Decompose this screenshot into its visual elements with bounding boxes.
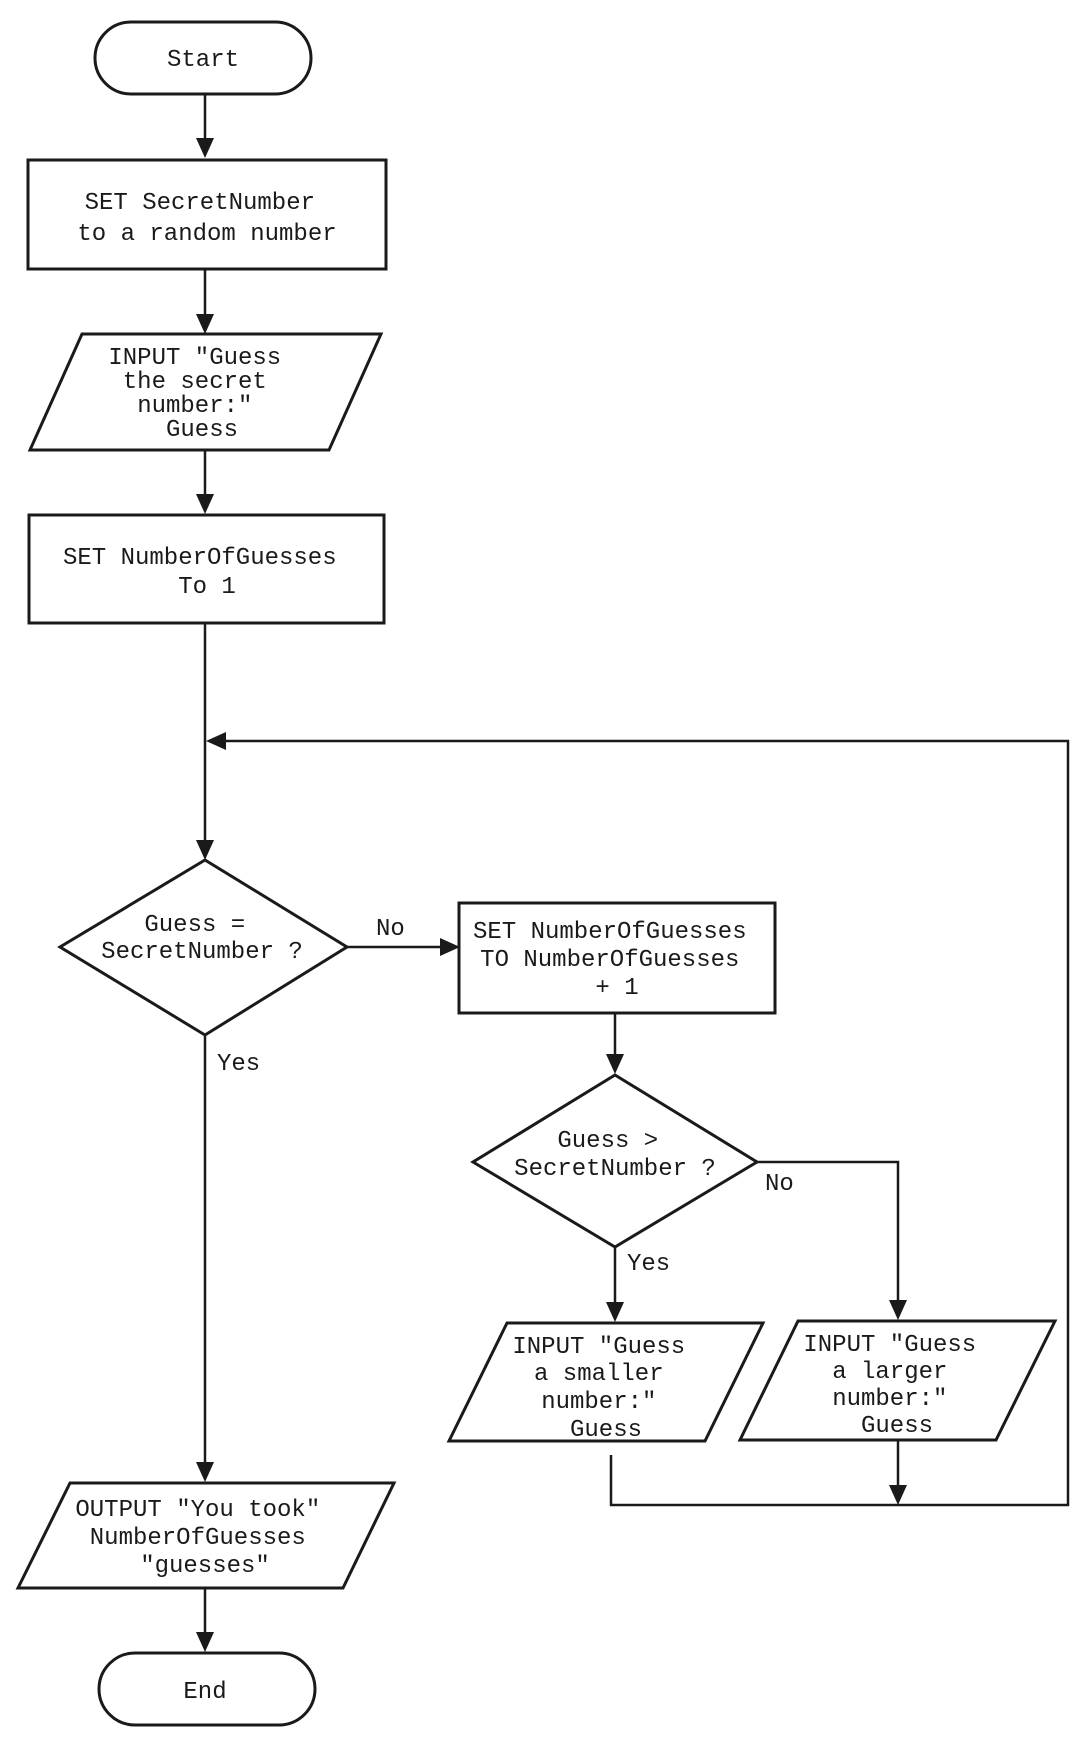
- end-terminator: [97, 1651, 317, 1727]
- set-secret-label: SET SecretNumber to a random number: [77, 190, 336, 248]
- input-larger-parallelogram: [737, 1319, 1058, 1442]
- label-equal-yes: Yes: [217, 1051, 260, 1078]
- increment-node: SET NumberOfGuesses TO NumberOfGuesses +…: [457, 901, 777, 1015]
- arrowhead-decision-equal: [196, 840, 214, 860]
- label-greater-yes: Yes: [627, 1251, 670, 1278]
- decision-greater-node: Guess > SecretNumber ?: [470, 1073, 760, 1249]
- connector-loop-back: [222, 739, 1070, 1507]
- input-guess-label: INPUT "Guess the secret number:" Guess: [108, 345, 295, 444]
- arrowhead-set-secret: [196, 138, 214, 158]
- output-result-parallelogram: [15, 1481, 397, 1590]
- arrowhead-input-guess: [196, 314, 214, 334]
- increment-label: SET NumberOfGuesses TO NumberOfGuesses +…: [473, 919, 761, 1002]
- decision-greater-label: Guess > SecretNumber ?: [514, 1128, 716, 1183]
- input-smaller-node: INPUT "Guess a smaller number:" Guess: [446, 1321, 766, 1444]
- arrowhead-return-line: [889, 1485, 907, 1505]
- output-result-label: OUTPUT "You took" NumberOfGuesses "guess…: [75, 1497, 334, 1580]
- arrowhead-output: [196, 1462, 214, 1482]
- input-larger-label: INPUT "Guess a larger number:" Guess: [803, 1332, 990, 1440]
- arrowhead-increment: [440, 938, 460, 956]
- start-terminator: [93, 20, 313, 96]
- input-larger-node: INPUT "Guess a larger number:" Guess: [737, 1319, 1058, 1442]
- decision-equal-label: Guess = SecretNumber ?: [101, 912, 303, 966]
- start-node: Start: [93, 20, 313, 96]
- input-guess-parallelogram: [27, 332, 384, 452]
- end-label: End: [183, 1679, 226, 1706]
- flow-connectors: [196, 94, 1070, 1652]
- set-count-node: SET NumberOfGuesses To 1: [27, 513, 386, 625]
- arrowhead-decision-greater: [606, 1054, 624, 1074]
- label-greater-no: No: [765, 1171, 794, 1198]
- set-secret-node: SET SecretNumber to a random number: [26, 158, 388, 271]
- input-guess-node: INPUT "Guess the secret number:" Guess: [27, 332, 384, 452]
- output-result-node: OUTPUT "You took" NumberOfGuesses "guess…: [15, 1481, 397, 1590]
- input-smaller-label: INPUT "Guess a smaller number:" Guess: [512, 1334, 699, 1444]
- increment-box: [457, 901, 777, 1015]
- set-count-box: [27, 513, 386, 625]
- arrowhead-end: [196, 1632, 214, 1652]
- arrowhead-input-larger: [889, 1300, 907, 1320]
- arrowhead-set-count: [196, 494, 214, 514]
- decision-equal-node: Guess = SecretNumber ?: [57, 858, 350, 1037]
- arrowhead-input-smaller: [606, 1302, 624, 1322]
- connector-greater-no: [757, 1160, 900, 1304]
- set-count-label: SET NumberOfGuesses To 1: [63, 545, 351, 601]
- end-node: End: [97, 1651, 317, 1727]
- input-smaller-parallelogram: [446, 1321, 766, 1443]
- decision-greater-diamond: [470, 1073, 760, 1249]
- arrowhead-loop-merge: [206, 732, 226, 750]
- label-equal-no: No: [376, 916, 405, 943]
- decision-equal-diamond: [57, 858, 350, 1037]
- start-label: Start: [167, 47, 239, 74]
- set-secret-box: [26, 158, 388, 271]
